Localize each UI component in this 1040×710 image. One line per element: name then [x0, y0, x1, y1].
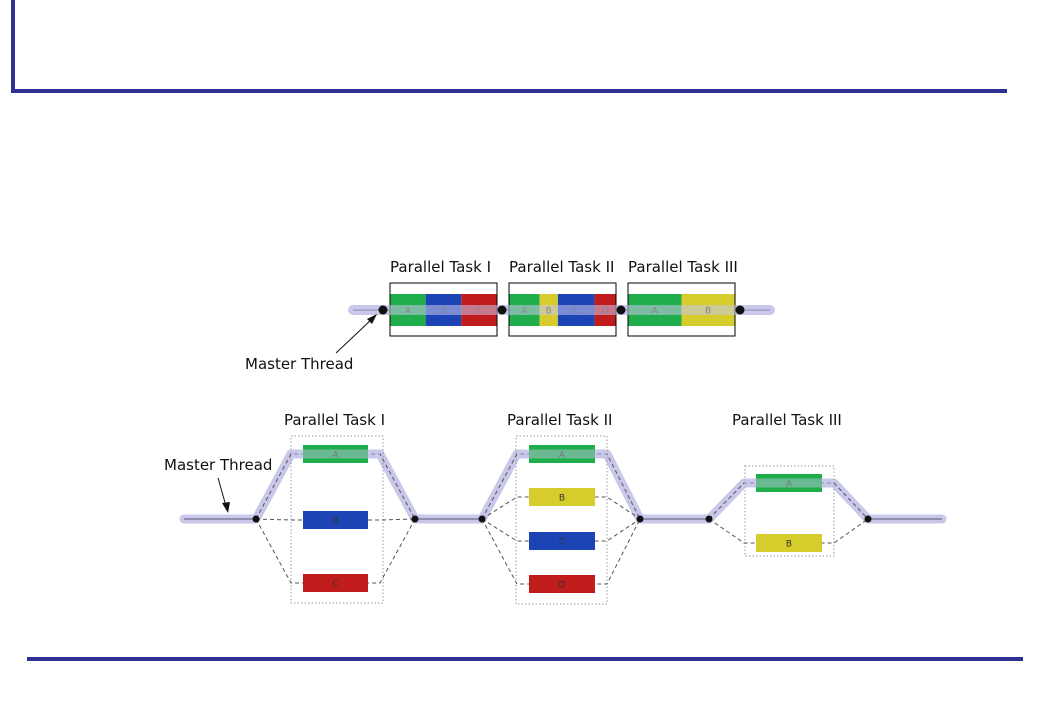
arrow-head-icon — [222, 502, 230, 513]
thread-path — [255, 518, 416, 584]
parallel-region-box — [515, 435, 608, 605]
thread-label: D — [559, 581, 566, 591]
sync-point — [378, 305, 388, 315]
header-rule — [11, 89, 1007, 93]
thread-b-bar — [303, 511, 368, 529]
serial-task-title: Parallel Task I — [390, 258, 491, 276]
thread-a-bar — [529, 445, 595, 463]
parallel-task-title: Parallel Task II — [507, 411, 612, 429]
thread-label: C — [332, 580, 338, 590]
serial-task-title: Parallel Task III — [628, 258, 738, 276]
thread-path — [481, 518, 641, 585]
thread-path — [481, 453, 641, 520]
thread-highlight-path — [477, 449, 645, 524]
thread-b-bar — [756, 534, 822, 552]
thread-c-bar — [303, 574, 368, 592]
master-thread-label: Master Thread — [245, 355, 353, 373]
thread-path — [255, 453, 416, 520]
thread-label: A — [786, 480, 793, 490]
thread-highlight-path — [251, 449, 420, 524]
fork-point — [252, 515, 260, 523]
thread-c-bar — [529, 532, 595, 550]
thread-label: C — [559, 538, 565, 548]
thread-label: B — [559, 494, 565, 504]
thread-d-bar — [529, 575, 595, 593]
thread-label: B — [786, 540, 792, 550]
thread-label: A — [332, 451, 339, 461]
join-point — [411, 515, 419, 523]
sync-point — [616, 305, 626, 315]
thread-path — [708, 482, 869, 520]
thread-b-bar — [529, 488, 595, 506]
parallel-execution-diagram: Parallel Task I A B C Parallel Task II A B C D Pa… — [164, 411, 947, 605]
serial-execution-diagram: Parallel Task IABCParallel Task IIABCDPa… — [245, 258, 775, 373]
master-thread-arrow — [335, 318, 373, 354]
thread-label: B — [332, 517, 338, 527]
fork-point — [478, 515, 486, 523]
footer-rule — [27, 657, 1023, 661]
fork-point — [705, 515, 713, 523]
sync-point — [735, 305, 745, 315]
parallel-task-title: Parallel Task III — [732, 411, 842, 429]
sync-point — [497, 305, 507, 315]
parallel-region-box — [744, 465, 835, 557]
serial-task-title: Parallel Task II — [509, 258, 614, 276]
parallel-task-title: Parallel Task I — [284, 411, 385, 429]
frame-left-bar — [11, 0, 15, 92]
thread-a-bar — [303, 445, 368, 463]
join-point — [636, 515, 644, 523]
master-thread-arrow — [217, 477, 227, 507]
master-thread-label: Master Thread — [164, 456, 272, 474]
thread-a-bar — [756, 474, 822, 492]
arrow-head-icon — [367, 314, 377, 324]
thread-label: A — [559, 451, 566, 461]
join-point — [864, 515, 872, 523]
